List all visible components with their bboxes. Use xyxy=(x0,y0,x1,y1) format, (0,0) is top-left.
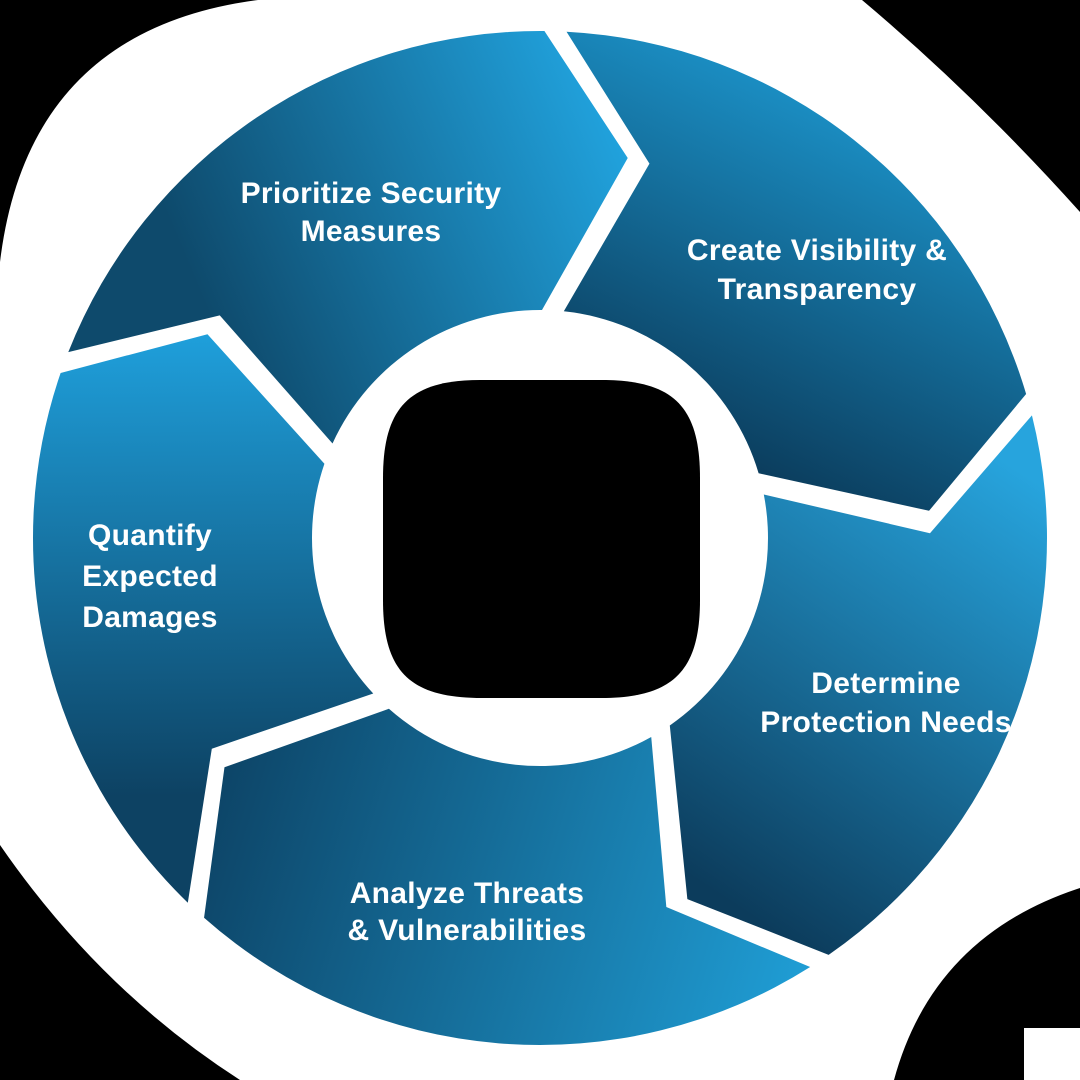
segment-analyze-threats xyxy=(204,708,811,1046)
segment-label-line: Damages xyxy=(82,601,218,634)
segment-prioritize-security xyxy=(68,31,628,444)
segment-label-line: Measures xyxy=(301,215,442,248)
segment-label-line: Determine xyxy=(811,667,960,700)
center-hole xyxy=(383,380,700,698)
segment-label-line: Protection Needs xyxy=(760,706,1012,739)
segment-label-line: Transparency xyxy=(718,273,917,306)
segment-label-line: Prioritize Security xyxy=(241,177,502,210)
segment-label-line: & Vulnerabilities xyxy=(347,914,586,947)
segment-label-line: Create Visibility & xyxy=(687,234,947,267)
segment-label-line: Quantify xyxy=(88,519,212,552)
segment-determine-protection xyxy=(669,415,1047,955)
segment-label-analyze-threats: Analyze Threats & Vulnerabilities xyxy=(347,877,586,947)
segment-create-visibility xyxy=(563,31,1027,511)
segment-quantify-damages xyxy=(32,334,374,903)
segment-label-line: Expected xyxy=(82,560,218,593)
corner-patch xyxy=(1024,1028,1080,1080)
segment-label-create-visibility: Create Visibility & Transparency xyxy=(687,234,947,306)
segment-label-line: Analyze Threats xyxy=(350,877,585,910)
